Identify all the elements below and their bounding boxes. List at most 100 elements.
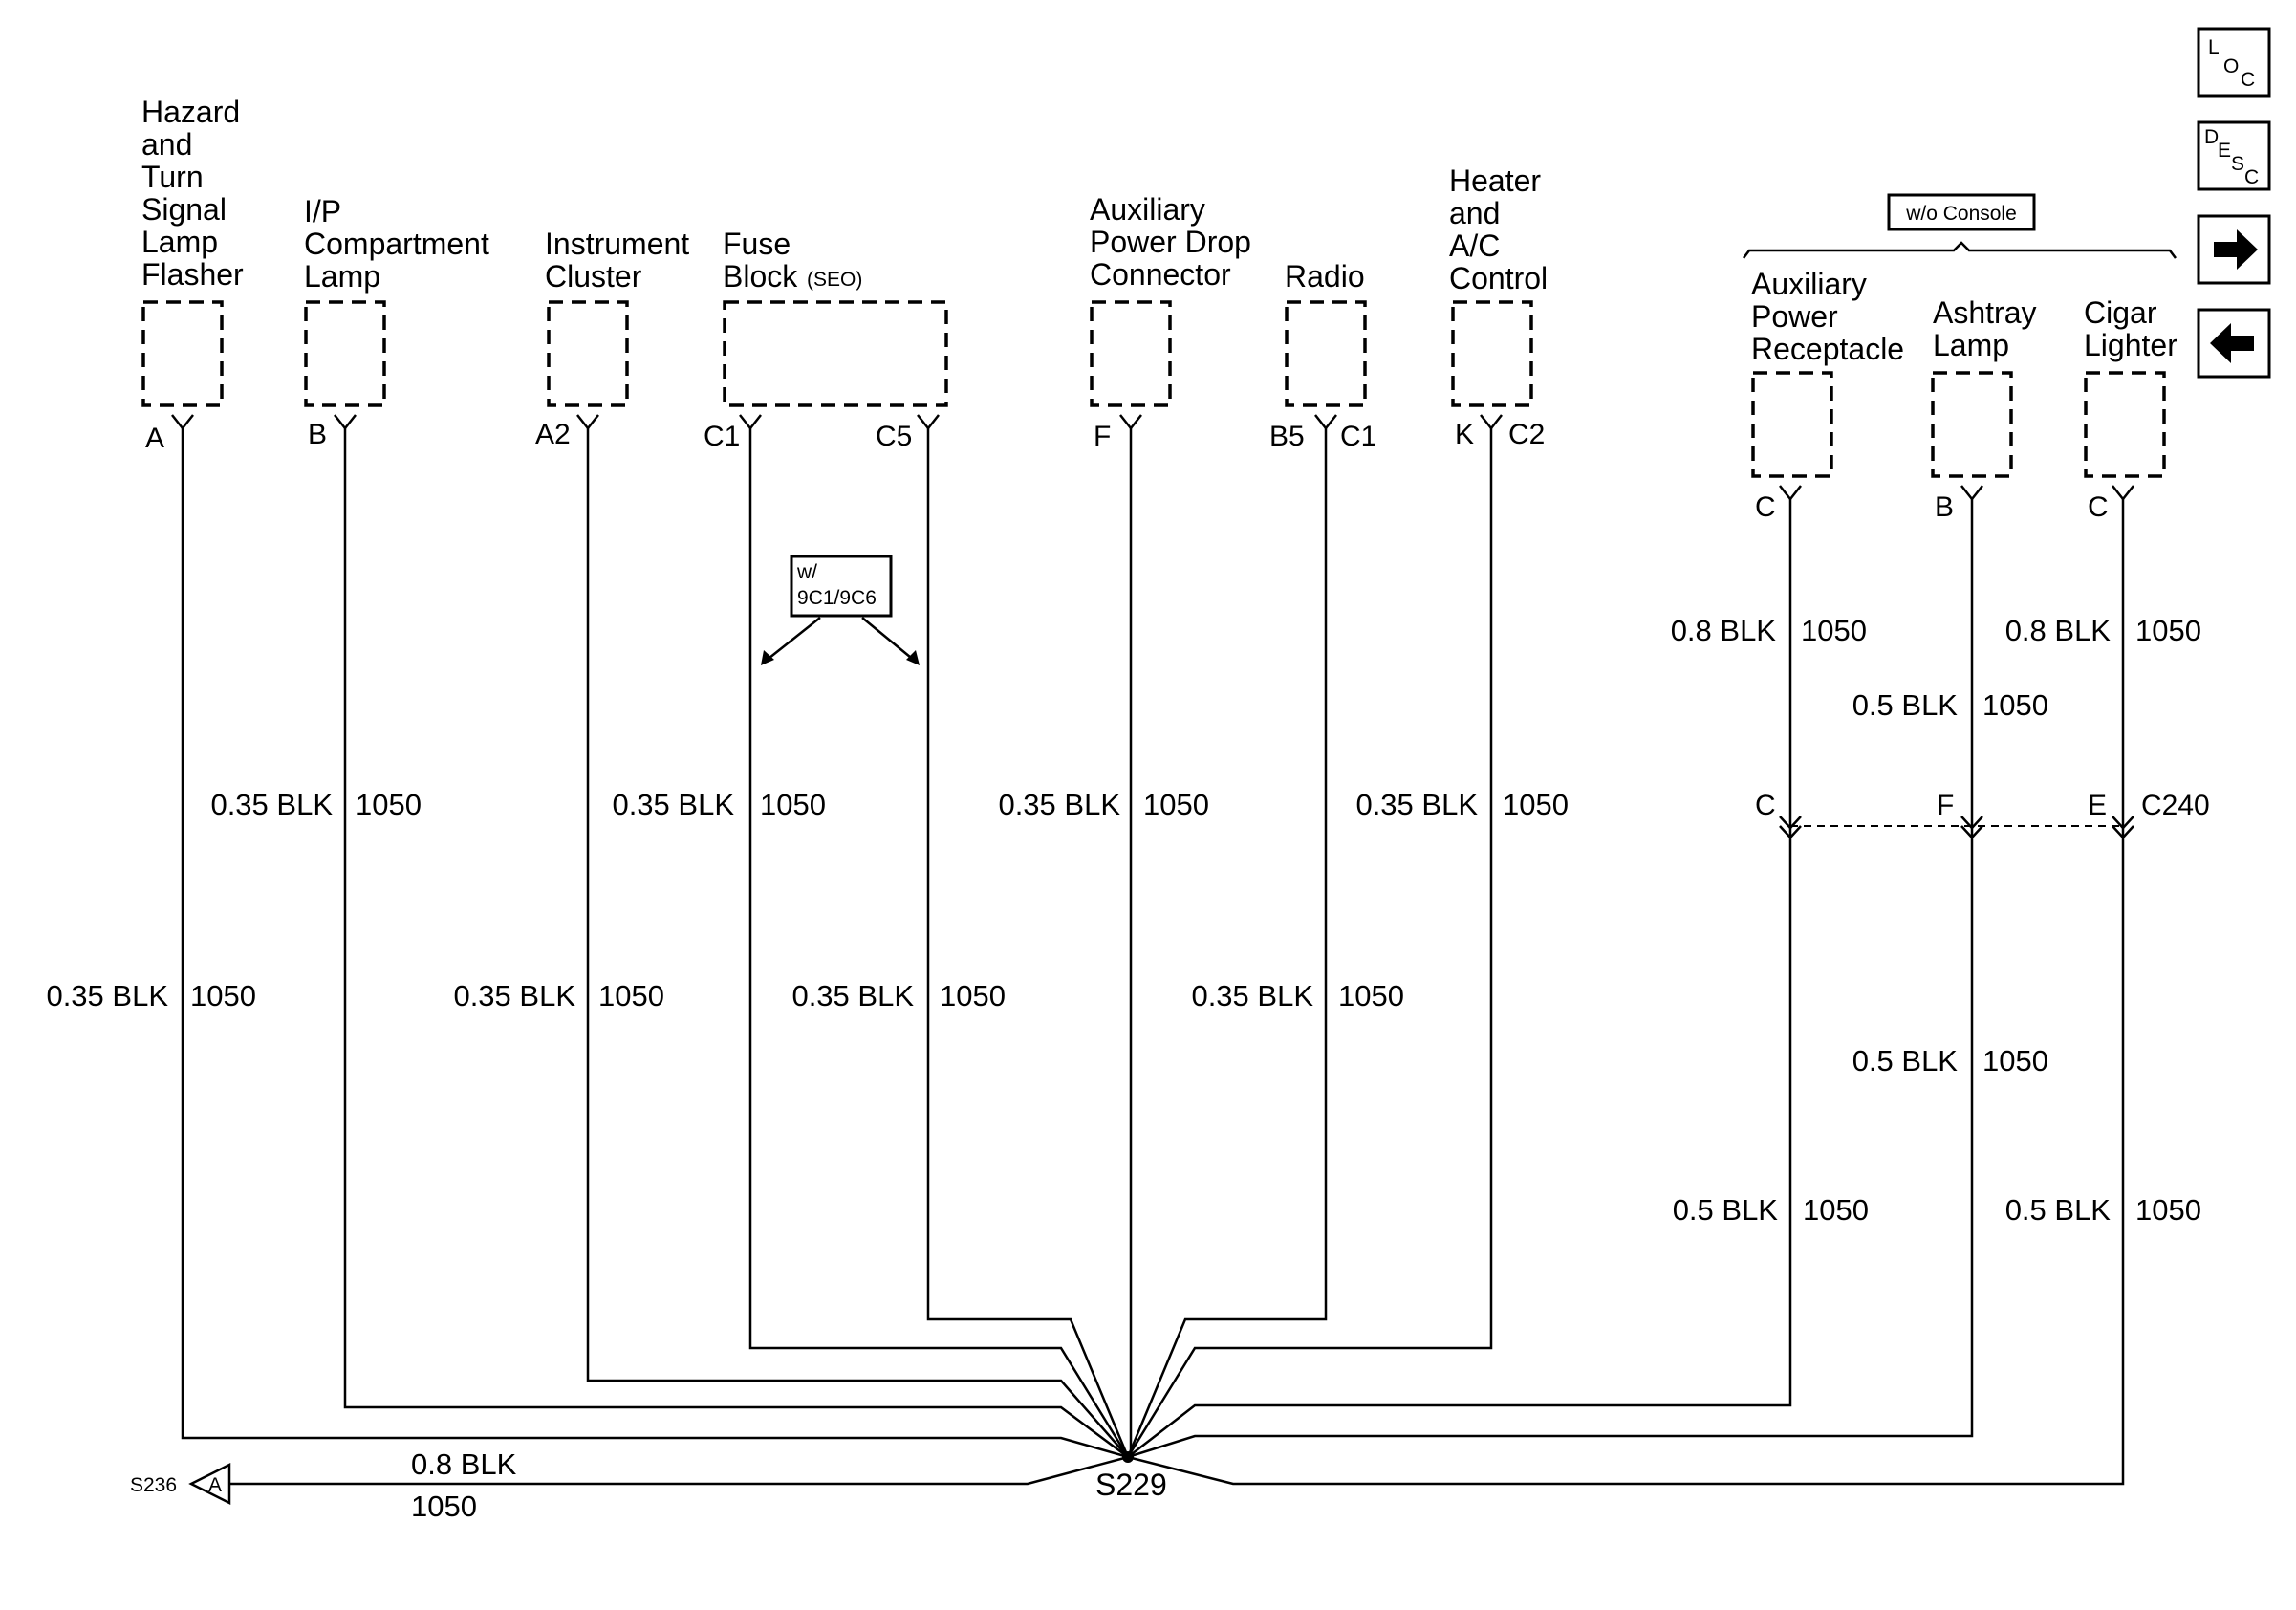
wire-size: 0.35 BLK [210, 788, 333, 821]
label-line: I/P [304, 194, 341, 228]
wire-ground [229, 1455, 1129, 1486]
hvac-box [1451, 300, 1533, 407]
circuit-number: 1050 [1982, 688, 2048, 722]
offpage-splice-label: S236 [130, 1474, 177, 1496]
connector-pin-icon [2112, 825, 2134, 839]
label-line: and [1449, 196, 1500, 230]
seo-suffix: (SEO) [807, 269, 862, 291]
wire-aux-receptacle [1127, 499, 1792, 1458]
hazard-flasher-label: Hazard and Turn Signal Lamp Flasher [141, 95, 244, 292]
console-option-bracket: w/o Console [1743, 193, 2177, 259]
label-line: Lighter [2084, 328, 2177, 362]
pin-label: B [308, 419, 327, 450]
splice-label: S229 [1095, 1468, 1167, 1502]
label-line: Compartment [304, 227, 489, 261]
option-line: w/ [796, 561, 817, 583]
wire-hvac [1126, 428, 1493, 1458]
wire-size: 0.8 BLK [2005, 614, 2112, 647]
desc-button-frame [2197, 120, 2271, 191]
ip-lamp-box [304, 300, 386, 407]
pin-label: C2 [1508, 419, 1545, 450]
label-line: Auxiliary [1090, 192, 1205, 227]
wire-fuse-c1 [748, 428, 1130, 1458]
radio-box [1285, 300, 1367, 407]
radio-label: Radio [1285, 259, 1365, 294]
prev-page-button[interactable] [2197, 308, 2271, 379]
wire-radio [1126, 428, 1328, 1458]
circuit-number: 1050 [940, 979, 1006, 1012]
pin-label: C5 [876, 421, 912, 452]
arrow-left-icon [2210, 323, 2254, 363]
console-option-label: w/o Console [1905, 203, 2017, 225]
connector-pin-icon [1779, 816, 1802, 830]
label-line: Instrument [545, 227, 689, 261]
circuit-number: 1050 [1338, 979, 1404, 1012]
pin-terminal [1119, 414, 1142, 431]
connector-pin-icon [1960, 825, 1983, 839]
circuit-number: 1050 [1503, 788, 1569, 821]
wire-ip-lamp [343, 428, 1129, 1459]
instrument-cluster-label: Instrument Cluster [545, 227, 689, 294]
circuit-number: 1050 [356, 788, 422, 821]
pin-terminal [334, 414, 357, 431]
cluster-box [547, 300, 629, 407]
circuit-number: 1050 [1801, 614, 1867, 647]
loc-letter: L [2208, 36, 2220, 58]
arrowhead-icon [906, 650, 920, 665]
circuit-number: 1050 [190, 979, 256, 1012]
loc-button-frame [2197, 27, 2271, 98]
arrowhead-icon [761, 650, 774, 665]
cigar-lighter-label: Cigar Lighter [2084, 295, 2177, 362]
offpage-triangle-icon [188, 1462, 231, 1506]
pin-terminal [576, 414, 599, 431]
loc-button[interactable]: L O C [2197, 27, 2271, 98]
arrow-right-icon [2214, 229, 2258, 270]
wire-size: 0.5 BLK [1852, 1044, 1959, 1077]
label-line: Lamp [1933, 328, 2009, 362]
label-line: Block [723, 259, 798, 294]
hvac-control-label: Heater and A/C Control [1449, 163, 1548, 295]
label-line: Lamp [304, 259, 380, 294]
fuse-block-label: Fuse Block (SEO) [723, 227, 862, 294]
label-line: and [141, 127, 192, 162]
pin-terminal [1779, 485, 1802, 502]
wire-hazard [181, 428, 1129, 1459]
label-line: Power [1751, 299, 1838, 334]
connector-pin-icon [1779, 825, 1802, 839]
label-line: Flasher [141, 257, 244, 292]
circuit-number: 1050 [411, 1490, 477, 1523]
circuit-number: 1050 [1143, 788, 1209, 821]
aux-power-receptacle-label: Auxiliary Power Receptacle [1751, 267, 1904, 366]
connector-pin-icon [1960, 816, 1983, 830]
option-line: 9C1/9C6 [797, 587, 877, 609]
ashtray-box [1931, 371, 2013, 478]
pin-label: K [1455, 419, 1474, 450]
wire-size: 0.5 BLK [1852, 688, 1959, 722]
pin-terminal [917, 414, 940, 431]
label-line: Signal [141, 192, 227, 227]
wire-size: 0.35 BLK [1191, 979, 1313, 1012]
wire-fuse-c5 [926, 428, 1130, 1458]
wire-cluster [586, 428, 1129, 1458]
pin-label: F [1094, 421, 1111, 452]
label-line: Cluster [545, 259, 642, 294]
wire-size: 0.35 BLK [1355, 788, 1478, 821]
next-page-button[interactable] [2197, 214, 2271, 285]
label-line: Ashtray [1933, 295, 2036, 330]
label-line: Heater [1449, 163, 1541, 198]
pin-label: B5 [1269, 421, 1305, 452]
label-line: Radio [1285, 259, 1365, 294]
desc-button[interactable]: D E S C [2197, 120, 2271, 191]
desc-letter: D [2204, 126, 2219, 148]
pin-terminal [1960, 485, 1983, 502]
wire-size: 0.8 BLK [411, 1447, 517, 1481]
pin-label: A [145, 423, 164, 454]
pin-label: C1 [1340, 421, 1376, 452]
label-line: Fuse [723, 227, 791, 261]
aux-drop-box [1090, 300, 1172, 407]
connector-c240: C F E C240 [1755, 790, 2210, 839]
connector-pin-icon [2112, 816, 2134, 830]
ip-compartment-lamp-label: I/P Compartment Lamp [304, 194, 489, 294]
pin-terminal [2112, 485, 2134, 502]
circuit-number: 1050 [2135, 1193, 2201, 1227]
